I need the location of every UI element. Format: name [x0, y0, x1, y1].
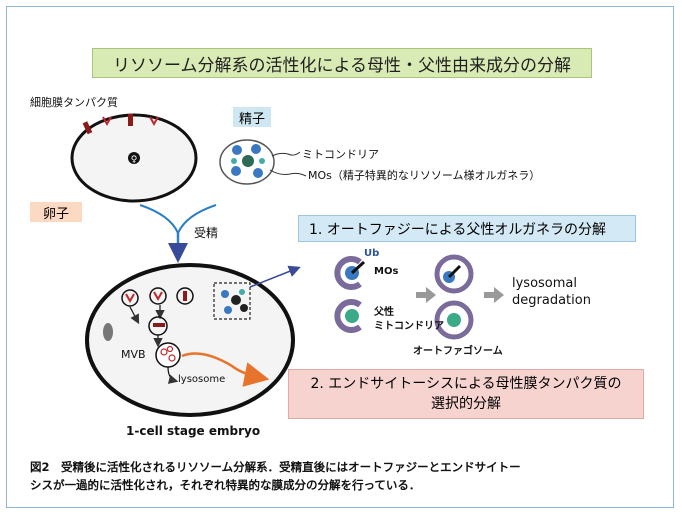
ub-label: Ub	[364, 248, 380, 259]
autophagy-box: 1. オートファジーによる父性オルガネラの分解	[298, 215, 636, 242]
autophagy-pointer-arrow	[249, 265, 301, 288]
embryo-label: 1-cell stage embryo	[126, 424, 261, 438]
autophagy-panel	[334, 254, 504, 340]
endocytosis-line1: 2. エンドサイトーシスによる母性膜タンパク質の	[310, 376, 622, 392]
caption-line2: シスが一過的に活性化され，それぞれ特異的な膜成分の分解を行っている．	[30, 478, 421, 492]
endocytosis-box: 2. エンドサイトーシスによる母性膜タンパク質の 選択的分解	[288, 369, 644, 419]
mitochondria-label: ミトコンドリア	[302, 148, 379, 161]
egg-tag: 卵子	[30, 202, 82, 222]
sperm-tag: 精子	[233, 107, 271, 127]
fertilization-label: 受精	[194, 226, 219, 240]
figure-caption: 図2 受精後に活性化されるリソソーム分解系．受精直後にはオートファジーとエンドサ…	[30, 458, 650, 494]
mitochondria-small-label: ミトコンドリア	[374, 321, 444, 332]
paternal-label: 父性	[374, 307, 394, 318]
figure-title: リソソーム分解系の活性化による母性・父性由来成分の分解	[92, 48, 592, 78]
mvb-label: MVB	[121, 348, 146, 361]
embryo-cell	[85, 263, 295, 417]
egg-cell: ♀	[70, 113, 198, 203]
degradation-label: degradation	[512, 293, 591, 308]
endocytosis-line2: 選択的分解	[431, 396, 501, 412]
figure-frame	[6, 6, 674, 508]
lysosome-label: lysosome	[178, 374, 226, 385]
membrane-protein-label: 細胞膜タンパク質	[30, 96, 118, 109]
endocytosis-arrow	[181, 352, 270, 387]
autophagosome-label: オートファゴソーム	[413, 346, 503, 357]
mos-short-label: MOs	[374, 266, 399, 277]
mos-label: MOs（精子特異的なリソソーム様オルガネラ）	[308, 169, 541, 182]
lysosomal-label: lysosomal	[512, 276, 577, 291]
svg-text:♀: ♀	[131, 155, 138, 165]
sperm-cell	[219, 139, 307, 185]
membrane-protein-markers	[82, 114, 159, 135]
caption-line1: 図2 受精後に活性化されるリソソーム分解系．受精直後にはオートファジーとエンドサ…	[30, 460, 521, 474]
